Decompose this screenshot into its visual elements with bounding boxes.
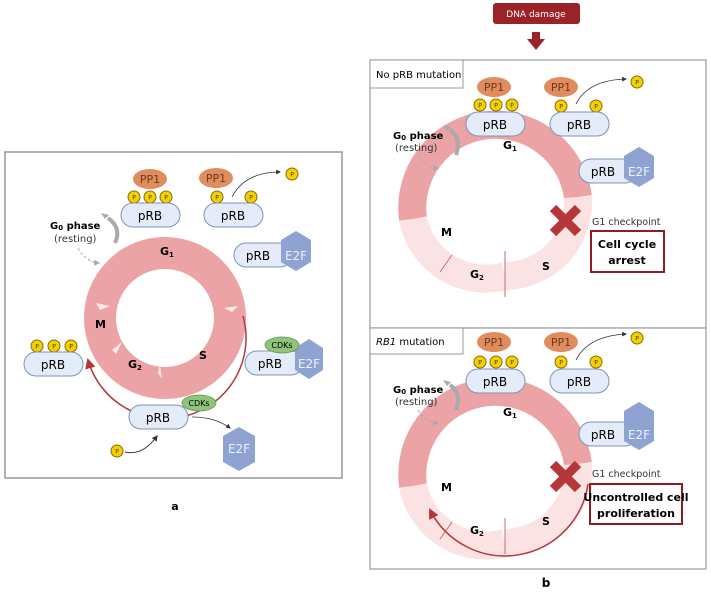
phase-g2-label: G2 — [470, 268, 484, 282]
phase-g2-label: G2 — [470, 524, 484, 538]
e2f-label: E2F — [298, 357, 320, 371]
phase-divider-arrow — [224, 306, 238, 312]
g1-checkpoint-label: G1 checkpoint — [592, 217, 661, 228]
prb-label: pRB — [221, 209, 245, 223]
s-segment — [504, 463, 593, 557]
phase-m-label: M — [441, 226, 452, 239]
g0-phase-label: G0 phase — [393, 131, 444, 142]
g0-exit-arrow — [448, 128, 460, 156]
prb-label: pRB — [146, 411, 170, 425]
phase-divider-arrow — [158, 365, 162, 379]
g0-entry-arrow — [417, 409, 440, 426]
cell-cycle-ring-a — [84, 237, 246, 399]
cdks-prb-e2f-complex-a: pRB E2F CDKs — [244, 336, 323, 379]
prb-e2f-complex-a: pRB E2F — [233, 231, 311, 271]
dna-damage-label: DNA damage — [506, 10, 566, 20]
panel-tag-no-mutation: No pRB mutation — [376, 70, 461, 81]
phase-m-label: M — [441, 481, 452, 494]
checkpoint-cross-icon — [549, 460, 582, 493]
outcome-line2: arrest — [608, 254, 646, 267]
cdks-label: CDKs — [271, 341, 292, 350]
dna-damage-arrow — [527, 32, 545, 50]
pp1-prb-complex-a: PP1 pRB — [120, 169, 181, 228]
phase-divider-arrow — [112, 342, 122, 354]
e2f-label: E2F — [228, 442, 250, 456]
g0-entry-arrow — [77, 247, 101, 266]
pp1-label: PP1 — [551, 81, 571, 94]
phosphorylation-arrow — [124, 435, 158, 454]
phase-g2-label: G2 — [128, 358, 142, 372]
phase-m-label: M — [95, 318, 106, 331]
pp1-prb-dephosphorylation-a: PP1 pRB — [199, 167, 299, 228]
resting-label: (resting) — [54, 234, 97, 245]
phase-s-label: S — [542, 260, 550, 273]
checkpoint-cross-icon — [549, 204, 582, 237]
no-prb-mutation-panel: No pRB mutation G1 M G2 S G1 checkpoint … — [369, 59, 707, 329]
pp1-label: PP1 — [140, 173, 160, 186]
phosphate-release-arrow — [575, 76, 627, 105]
phase-divider-arrow — [96, 303, 110, 310]
prb-label: pRB — [567, 375, 591, 389]
prb-label: pRB — [483, 118, 507, 132]
phase-s-label: S — [199, 349, 207, 362]
resting-label: (resting) — [395, 397, 438, 408]
g0-exit-arrow — [448, 383, 460, 411]
panel-tag-rb1-mutation: RB1 mutation — [376, 337, 445, 348]
e2f-release-arrow — [191, 416, 231, 429]
m-g2-segment — [399, 482, 509, 560]
outcome-line2: proliferation — [597, 507, 675, 520]
panel-b-label: b — [542, 576, 551, 590]
pp1-label: PP1 — [484, 81, 504, 94]
hyperphosphorylated-prb-a: pRB — [23, 339, 84, 377]
prb-label: pRB — [591, 165, 615, 179]
g0-phase-label: G0 phase — [50, 221, 101, 232]
pp1-label: PP1 — [206, 172, 226, 185]
g1-checkpoint-label: G1 checkpoint — [592, 469, 661, 480]
outcome-box — [589, 483, 683, 525]
outcome-line1: Uncontrolled cell — [583, 491, 688, 504]
pp1-label: PP1 — [484, 336, 504, 349]
phase-s-label: S — [542, 515, 550, 528]
prb-label: pRB — [138, 209, 162, 223]
g0-exit-arrow — [106, 216, 120, 244]
panel-a: G1 M G2 S G0 phase (resting) PP1 pRB PP1… — [4, 151, 343, 513]
phase-g1-label: G1 — [503, 139, 517, 153]
uncontrolled-cycle-arrow — [429, 483, 589, 557]
phosphate-release-arrow — [231, 169, 281, 198]
panel-b: DNA damage No pRB mutation G1 M G2 S G1 … — [369, 3, 707, 590]
phosphate-release-arrow — [575, 331, 627, 361]
prb-label: pRB — [591, 428, 615, 442]
pp1-label: PP1 — [551, 336, 571, 349]
g0-entry-arrow — [417, 154, 440, 171]
prb-label: pRB — [567, 118, 591, 132]
outcome-box — [590, 230, 665, 273]
cdks-label: CDKs — [188, 399, 209, 408]
e2f-label: E2F — [628, 428, 650, 442]
resting-label: (resting) — [395, 143, 438, 154]
phase-g1-label: G1 — [160, 245, 174, 259]
prb-label: pRB — [483, 375, 507, 389]
prb-cdks-e2f-release-a: pRB CDKs E2F — [110, 394, 255, 471]
panel-a-label: a — [171, 500, 178, 513]
e2f-label: E2F — [285, 249, 307, 263]
prb-label: pRB — [246, 249, 270, 263]
prb-label: pRB — [41, 358, 65, 372]
outcome-line1: Cell cycle — [598, 238, 656, 251]
phase-g1-label: G1 — [503, 406, 517, 420]
rb1-mutation-panel: RB1 mutation G1 M G2 S G1 checkpoint Unc… — [369, 327, 707, 570]
g0-phase-label: G0 phase — [393, 385, 444, 396]
e2f-label: E2F — [628, 165, 650, 179]
m-g2-segment — [399, 215, 509, 293]
dna-damage-badge — [493, 3, 580, 24]
prb-label: pRB — [258, 357, 282, 371]
